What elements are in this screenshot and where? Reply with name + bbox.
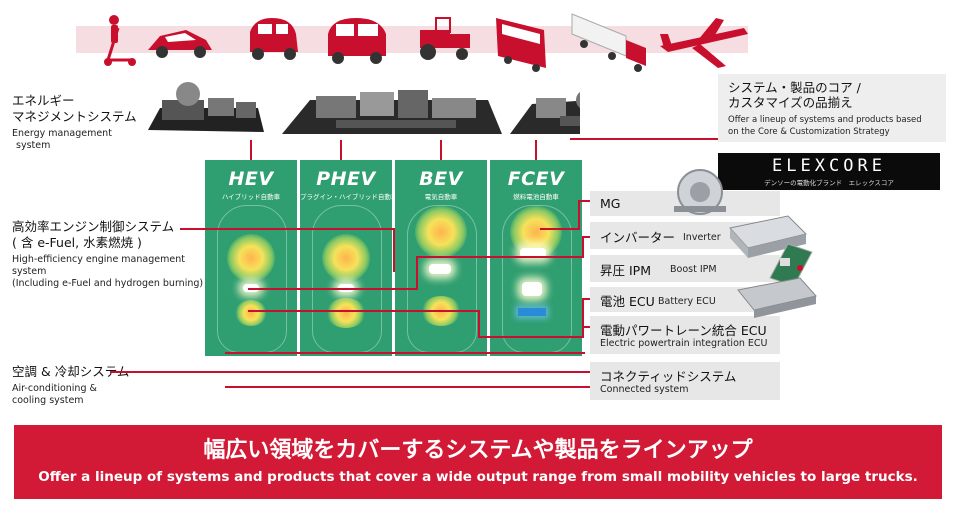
powertrain-ecu-box: 電動パワートレーン統合 ECU Electric powertrain inte…	[590, 316, 780, 354]
panel-fcev: FCEV 燃料電池自動車	[490, 160, 582, 356]
connector-line	[582, 236, 584, 258]
boost-ipm-image	[769, 243, 813, 287]
battery-glow	[326, 298, 366, 328]
connected-system-box: コネクティッドシステム Connected system	[590, 362, 780, 400]
connector-line	[440, 140, 442, 160]
scooter-icon	[104, 15, 136, 66]
connector-line	[225, 352, 585, 354]
connector-line	[416, 256, 418, 290]
product-images	[674, 169, 817, 318]
connector-line	[250, 140, 252, 160]
engine-management-label: 高効率エンジン制御システム ( 含 e-Fuel, 水素燃焼 ) High-ef…	[12, 219, 204, 289]
tractor-icon	[420, 17, 470, 60]
vehicle-icons	[104, 13, 748, 72]
connector-line	[180, 228, 395, 230]
connector-line	[570, 138, 718, 140]
connector-line	[110, 371, 590, 373]
summary-banner: 幅広い領域をカバーするシステムや製品をラインアップ Offer a lineup…	[14, 425, 942, 499]
core-customization-note: システム・製品のコア / カスタマイズの品揃え Offer a lineup o…	[718, 74, 946, 142]
connector-line	[582, 298, 590, 300]
small-car-icon	[250, 18, 298, 60]
connector-line	[416, 256, 584, 258]
hydrogen-tank-glow	[518, 308, 546, 316]
connector-line	[582, 298, 584, 338]
connector-line	[478, 310, 480, 338]
connector-line	[535, 140, 537, 160]
inverter-image	[729, 215, 807, 258]
fcev-platform-image	[510, 92, 580, 134]
connector-line	[578, 200, 590, 202]
battery-ecu-image	[737, 277, 817, 318]
truck-icon	[571, 13, 646, 72]
boost-ipm-box: 昇圧 IPM Boost IPM	[590, 255, 780, 282]
sports-car-icon	[148, 30, 212, 58]
engine-glow	[322, 234, 370, 282]
aircon-cooling-label: 空調 & 冷却システム Air-conditioning & cooling s…	[12, 364, 130, 406]
motor-generator-image	[674, 169, 726, 215]
inverter-glow	[429, 264, 451, 274]
connector-line	[340, 140, 342, 160]
compact-car-icon	[328, 18, 386, 64]
panel-phev: PHEV プラグイン・ハイブリッド自動車	[300, 160, 397, 356]
system-platform-illustrations	[148, 82, 580, 134]
connector-line	[225, 386, 590, 388]
connector-line	[248, 288, 418, 290]
energy-management-label: エネルギー マネジメントシステム Energy management syste…	[12, 93, 137, 151]
connector-line	[248, 310, 480, 312]
bus-icon	[496, 18, 546, 72]
fuel-cell-glow	[522, 282, 542, 296]
hev-platform-image	[148, 82, 264, 132]
inverter-glow	[520, 248, 546, 258]
airplane-icon	[660, 18, 748, 68]
panel-hev: HEV ハイブリッド自動車	[205, 160, 297, 356]
phev-bev-platform-image	[282, 90, 502, 134]
panel-bev: BEV 電気自動車	[395, 160, 487, 356]
connector-line	[540, 228, 580, 230]
connector-line	[478, 336, 584, 338]
battery-glow	[235, 300, 267, 326]
engine-glow	[227, 234, 275, 282]
connector-line	[393, 228, 395, 272]
connector-line	[578, 200, 580, 230]
elexcore-logo: ELEXCORE デンソーの電動化ブランド エレックスコア	[718, 153, 940, 190]
connector-line	[582, 326, 590, 328]
connector-line	[582, 236, 590, 238]
motor-glow	[415, 206, 467, 258]
